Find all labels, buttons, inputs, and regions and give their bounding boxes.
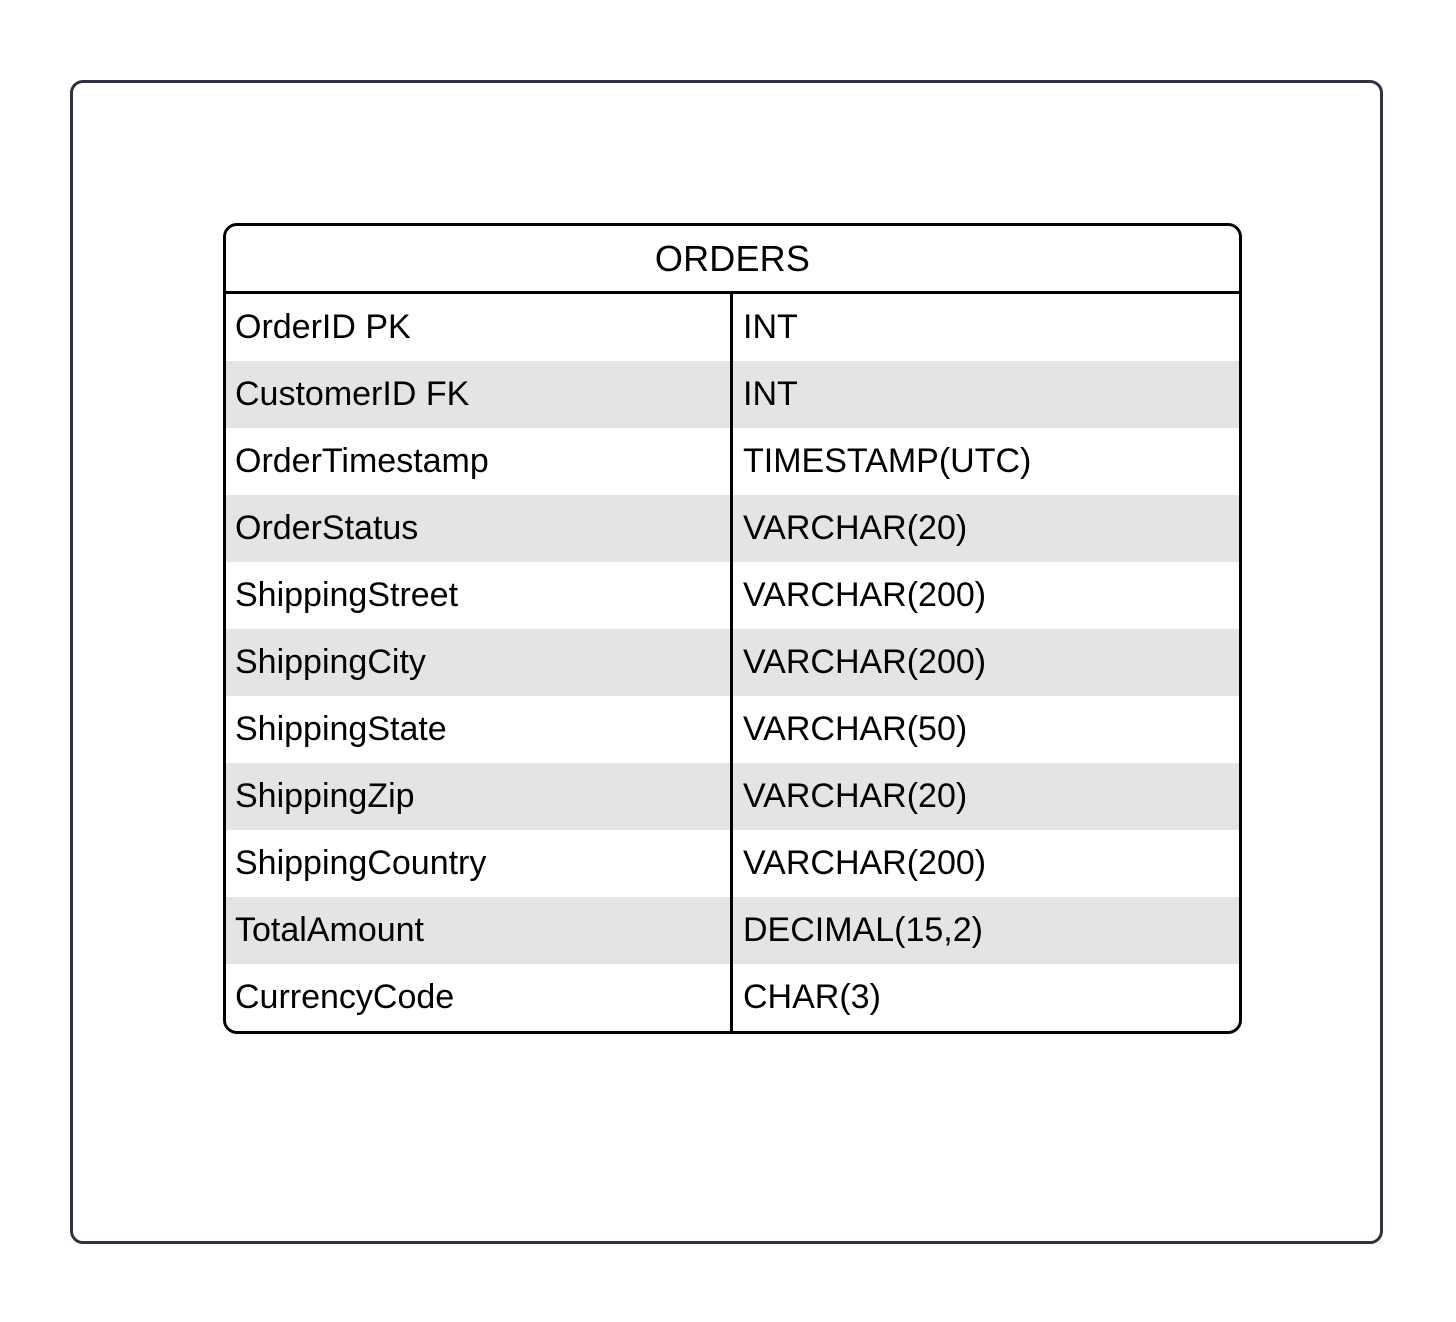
attribute-datatype: CHAR(3)	[743, 978, 881, 1016]
attribute-row[interactable]: CurrencyCode CHAR(3)	[226, 964, 1239, 1031]
attribute-name: ShippingCity	[235, 643, 426, 681]
attribute-name: CurrencyCode	[235, 978, 455, 1016]
attribute-name: ShippingStreet	[235, 576, 459, 614]
attribute-row[interactable]: CustomerID FK INT	[226, 361, 1239, 428]
attribute-name: ShippingZip	[235, 777, 415, 815]
attribute-name: OrderID PK	[235, 308, 411, 346]
attribute-datatype: VARCHAR(20)	[743, 777, 968, 815]
attribute-row[interactable]: OrderTimestamp TIMESTAMP(UTC)	[226, 428, 1239, 495]
attribute-row[interactable]: OrderID PK INT	[226, 294, 1239, 361]
attribute-datatype: VARCHAR(200)	[743, 576, 987, 614]
attribute-row[interactable]: ShippingStreet VARCHAR(200)	[226, 562, 1239, 629]
attribute-name: ShippingCountry	[235, 844, 487, 882]
attribute-row[interactable]: OrderStatus VARCHAR(20)	[226, 495, 1239, 562]
attribute-name: OrderStatus	[235, 509, 419, 547]
attribute-datatype: VARCHAR(200)	[743, 643, 987, 681]
attribute-datatype: VARCHAR(200)	[743, 844, 987, 882]
attribute-datatype: DECIMAL(15,2)	[743, 911, 983, 949]
attribute-row[interactable]: ShippingCountry VARCHAR(200)	[226, 830, 1239, 897]
entity-title: ORDERS	[226, 226, 1239, 294]
attribute-name: CustomerID FK	[235, 375, 470, 413]
attribute-name: ShippingState	[235, 710, 447, 748]
attribute-name: OrderTimestamp	[235, 442, 489, 480]
attribute-datatype: VARCHAR(20)	[743, 509, 968, 547]
attribute-name: TotalAmount	[235, 911, 424, 949]
entity-attribute-list: OrderID PK INT CustomerID FK INT OrderTimest…	[226, 294, 1239, 1031]
attribute-row[interactable]: ShippingCity VARCHAR(200)	[226, 629, 1239, 696]
attribute-datatype: VARCHAR(50)	[743, 710, 968, 748]
attribute-datatype: INT	[743, 375, 798, 413]
attribute-row[interactable]: ShippingState VARCHAR(50)	[226, 696, 1239, 763]
attribute-row[interactable]: ShippingZip VARCHAR(20)	[226, 763, 1239, 830]
attribute-datatype: INT	[743, 308, 798, 346]
attribute-row[interactable]: TotalAmount DECIMAL(15,2)	[226, 897, 1239, 964]
attribute-datatype: TIMESTAMP(UTC)	[743, 442, 1032, 480]
